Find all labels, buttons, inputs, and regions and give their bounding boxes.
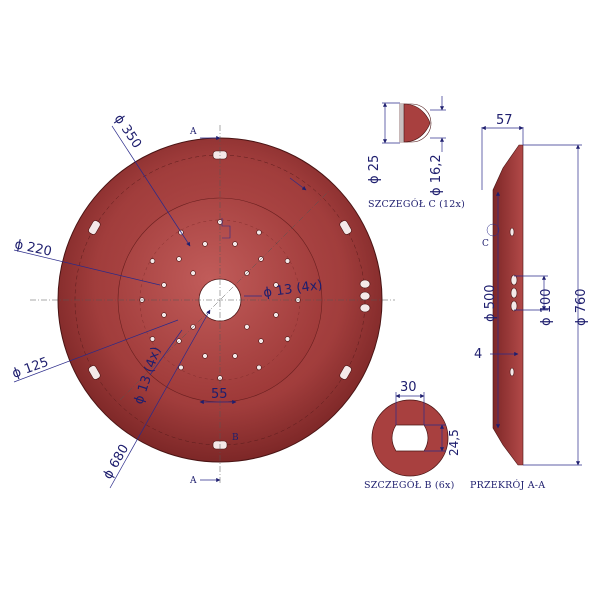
inner-hole [256,364,262,371]
inner-hole [202,241,208,247]
dim-220: ϕ 220 [13,237,53,259]
rim-slot [88,220,101,235]
inner-hole [190,270,196,276]
leader-125 [13,319,179,383]
inner-hole [284,258,291,264]
section-hole-2 [510,287,518,299]
inner-hole [149,336,156,342]
inner-hole [258,338,264,344]
dim-680: ϕ 680 [100,442,132,482]
leader-220 [13,249,161,286]
leader-680 [109,309,211,489]
detail-c-head [403,103,431,143]
dim-24-5: 24,5 [447,429,461,456]
rim-slot [339,365,352,380]
dim-760: ϕ 760 [574,288,589,326]
section-a-a: C 57 ϕ 500 ϕ 100 ϕ 760 4 PRZEKRÓJ A-A [470,113,589,491]
inner-hole [161,312,167,318]
rim-side-hole [359,303,371,313]
inner-hole [232,241,238,247]
inner-hole [178,364,184,371]
caption-detail-c: SZCZEGÓŁ C (12x) [368,198,465,210]
rim-side-hole [359,279,371,289]
key-notch-line [221,218,231,239]
centerline-diagonal [119,189,331,401]
inner-hole [149,258,156,264]
inner-hole [176,256,182,262]
section-label-bottom: A [189,476,197,486]
detail-c: ϕ 25 ϕ 16,2 SZCZEGÓŁ C (12x) [367,96,465,210]
rim-side-hole [359,291,371,301]
leader-13-left [149,329,183,376]
dim-16-2: ϕ 16,2 [429,154,444,196]
section-profile [492,144,524,466]
arrow-rim [289,177,307,191]
section-hole-1 [510,274,518,286]
dim-500: ϕ 500 [483,284,498,322]
inner-hole [202,353,208,359]
section-marker-bottom: A [189,476,221,486]
leader-350 [111,125,191,247]
dim-55: 55 [211,387,228,402]
detail-c-marker: C [482,239,489,249]
rim-slot [339,220,352,235]
detail-b-slot [391,424,429,452]
dim-25: ϕ 25 [367,155,382,184]
inner-hole [244,324,250,330]
section-hole-3 [510,300,518,312]
inner-hole [256,229,262,236]
caption-section: PRZEKRÓJ A-A [470,479,545,491]
section-hole-5 [509,367,515,377]
caption-detail-b: SZCZEGÓŁ B (6x) [364,479,454,491]
inner-hole [273,312,279,318]
dim-30: 30 [400,380,417,395]
detail-b-marker: B [232,433,239,443]
section-marker-top: A [189,127,221,141]
dim-57: 57 [496,113,513,128]
section-label-top: A [189,127,197,137]
inner-hole [161,282,167,288]
rim-slot [88,365,101,380]
inner-hole [284,336,291,342]
inner-hole [273,282,279,288]
section-hole-4 [509,227,515,237]
dim-100: ϕ 100 [539,288,554,326]
dim-4: 4 [474,347,482,362]
detail-b: 30 24,5 SZCZEGÓŁ B (6x) [364,380,461,491]
inner-hole [232,353,238,359]
dim-125: ϕ 125 [10,355,50,382]
rim-slots [88,150,371,450]
